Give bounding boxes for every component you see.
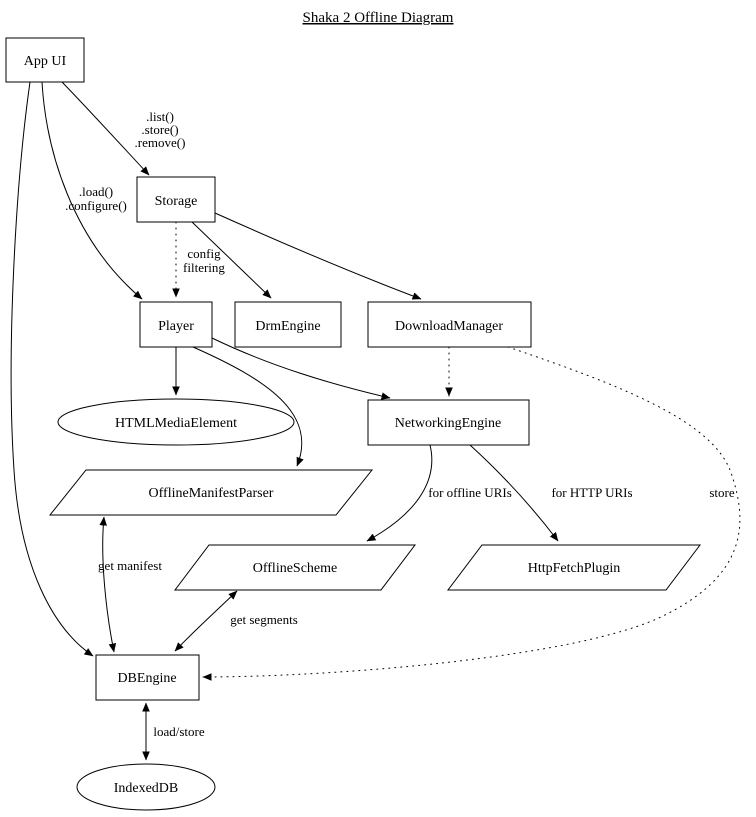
nodes-layer: App UI Storage Player DrmEngine Download… [5,37,702,811]
edge-label-for-offline-uris: for offline URIs [428,485,512,500]
node-html-media-element-label: HTMLMediaElement [115,416,237,431]
edge-label-load-store: load/store [153,724,204,739]
node-storage-shape [136,176,216,223]
edge-networking-engine-to-http-fetch-plugin [469,444,559,542]
node-offline-manifest-parser-shape [48,469,374,516]
edge-label-get-segments: get segments [230,612,298,627]
node-drm-engine-label: DrmEngine [255,319,320,334]
node-offline-scheme: OfflineScheme [173,544,417,591]
node-indexed-db: IndexedDB [76,763,216,811]
node-app-ui: App UI [5,37,85,83]
node-offline-scheme-shape [173,544,417,591]
node-download-manager-label: DownloadManager [395,319,503,334]
edge-label-for-http-uris: for HTTP URIs [551,485,632,500]
node-storage-label: Storage [155,194,198,209]
node-download-manager-shape [367,301,532,348]
edge-label-list: .list() [146,109,174,124]
node-db-engine-label: DBEngine [117,671,176,686]
node-db-engine-shape [95,654,200,701]
node-download-manager: DownloadManager [367,301,532,348]
node-networking-engine-label: NetworkingEngine [395,416,502,431]
edge-label-get-manifest: get manifest [98,558,162,573]
edge-label-configure: .configure() [65,198,127,213]
node-indexed-db-label: IndexedDB [114,781,179,796]
edge-labels-layer: .list() .store() .remove() .load() .conf… [65,109,735,739]
node-indexed-db-shape [76,763,216,811]
edge-offline-scheme-to-db-engine [174,590,238,652]
node-http-fetch-plugin-shape [446,544,702,591]
node-networking-engine: NetworkingEngine [367,399,530,446]
node-player-shape [139,301,213,348]
node-http-fetch-plugin: HttpFetchPlugin [446,544,702,591]
edge-label-load: .load() [79,184,113,199]
edge-networking-engine-to-offline-scheme [366,444,433,542]
node-html-media-element-shape [57,398,295,446]
node-player-label: Player [158,319,194,334]
edge-label-store: store [709,485,735,500]
edge-label-filtering: filtering [183,260,225,275]
edge-app-ui-to-player [41,81,143,300]
node-networking-engine-shape [367,399,530,446]
node-offline-manifest-parser-label: OfflineManifestParser [149,486,274,501]
edge-app-ui-to-db-engine [10,81,94,657]
node-drm-engine-shape [234,301,342,348]
node-http-fetch-plugin-label: HttpFetchPlugin [528,561,621,576]
edge-download-manager-to-db-engine [202,346,741,681]
edge-offline-manifest-parser-to-db-engine [99,516,117,653]
node-app-ui-shape [5,37,85,83]
node-offline-scheme-label: OfflineScheme [253,561,338,576]
edge-app-ui-to-storage [61,81,150,176]
node-db-engine: DBEngine [95,654,200,701]
node-html-media-element: HTMLMediaElement [57,398,295,446]
diagram-title: Shaka 2 Offline Diagram [303,10,454,26]
edge-label-store-method: .store() [141,122,178,137]
edge-storage-to-download-manager [214,212,422,300]
node-offline-manifest-parser: OfflineManifestParser [48,469,374,516]
edges-layer [10,81,741,761]
edge-player-to-offline-manifest-parser [192,346,304,467]
edge-label-config: config [187,246,221,261]
node-player: Player [139,301,213,348]
node-app-ui-label: App UI [24,54,67,69]
edge-player-to-networking-engine [211,337,391,400]
node-storage: Storage [136,176,216,223]
edge-label-remove: .remove() [135,135,186,150]
node-drm-engine: DrmEngine [234,301,342,348]
edge-storage-to-drm-engine [191,221,272,299]
